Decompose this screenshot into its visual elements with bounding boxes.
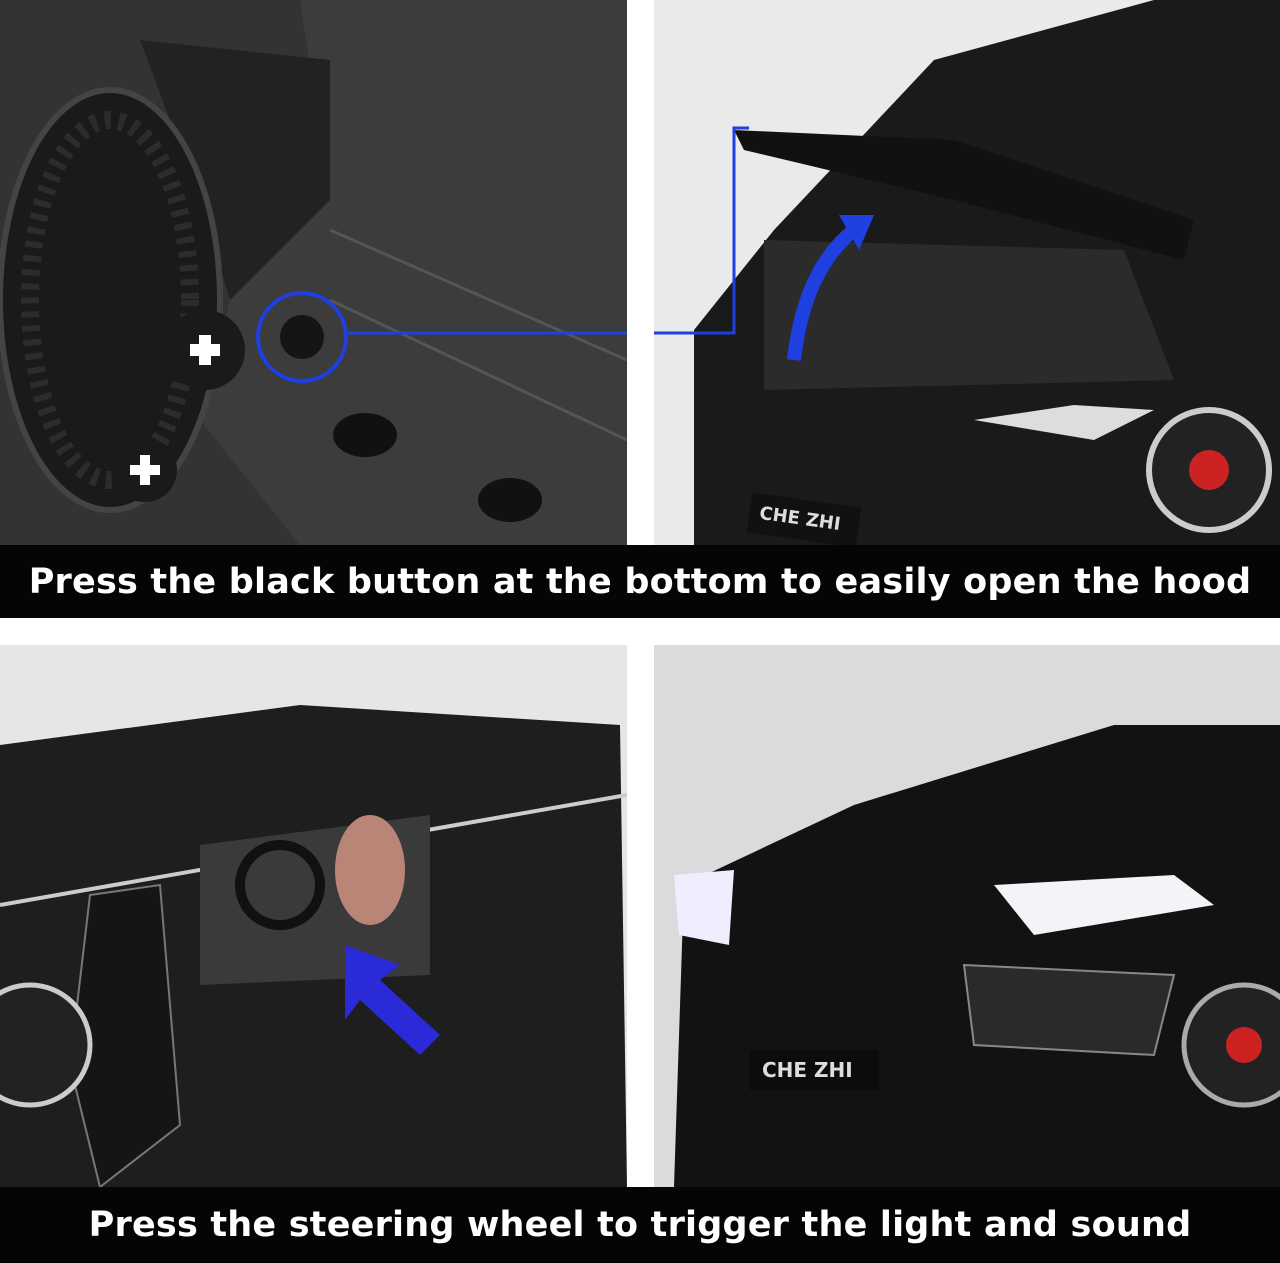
arrow-icon <box>787 224 859 361</box>
lights-on-photo: CHE ZHI <box>654 645 1280 1187</box>
caption-bottom: Press the steering wheel to trigger the … <box>88 1205 1192 1245</box>
open-hood-photo: CHE ZHI <box>654 0 1280 545</box>
steering-wheel-photo <box>0 645 627 1187</box>
arrow-icon <box>345 945 440 1055</box>
license-plate: CHE ZHI <box>762 1058 853 1082</box>
caption-bottom-band: Press the steering wheel to trigger the … <box>0 1187 1280 1263</box>
caption-top-band: Press the black button at the bottom to … <box>0 545 1280 618</box>
highlight-circle <box>256 291 348 383</box>
caption-top: Press the black button at the bottom to … <box>28 561 1252 602</box>
tire-icon <box>0 87 223 513</box>
underside-button-photo <box>0 0 627 545</box>
